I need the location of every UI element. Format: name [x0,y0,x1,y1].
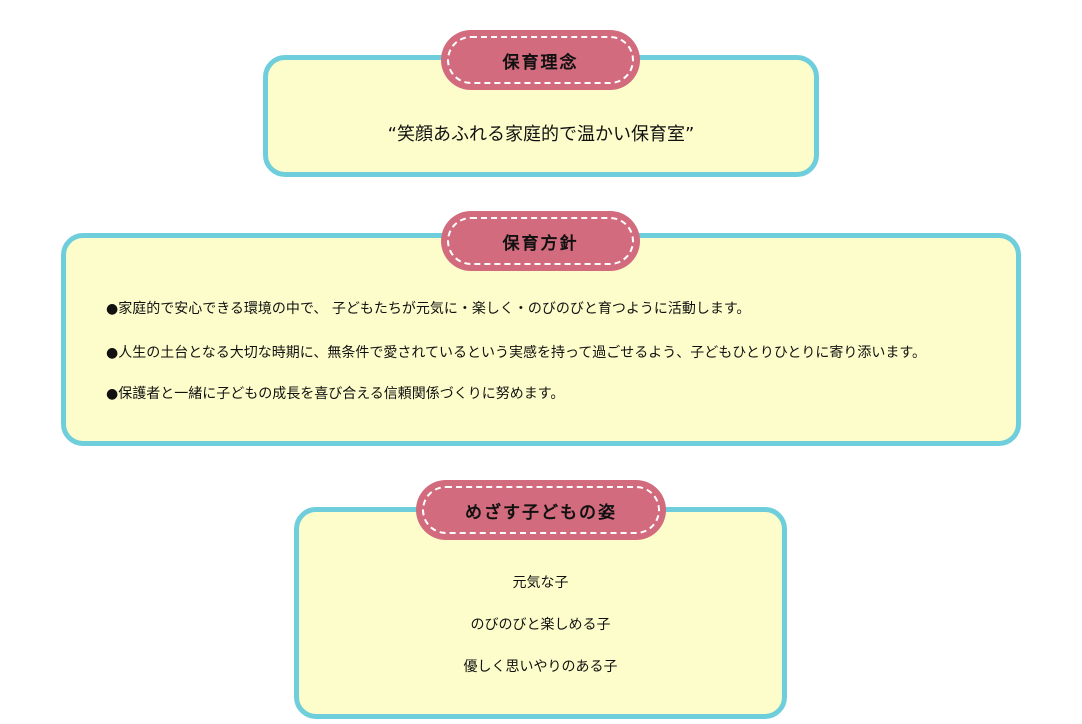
goals-title: めざす子どもの姿 [465,502,617,523]
policy-item: ●家庭的で安心できる環境の中で、 子どもたちが元気に・楽しく・のびのびと育つよう… [106,301,751,317]
goals-badge: めざす子どもの姿 [416,480,666,540]
policy-item: ●人生の土台となる大切な時期に、無条件で愛されているという実感を持って過ごせるよ… [106,345,927,361]
goal-item: 元気な子 [512,575,569,591]
policy-box: ●家庭的で安心できる環境の中で、 子どもたちが元気に・楽しく・のびのびと育つよう… [61,233,1021,446]
policy-item: ●保護者と一緒に子どもの成長を喜び合える信頼関係づくりに努めます。 [106,386,565,402]
goal-item: 優しく思いやりのある子 [463,659,618,675]
policy-title: 保育方針 [502,233,579,254]
philosophy-text: “笑顔あふれる家庭的で温かい保育室” [387,124,695,145]
policy-badge: 保育方針 [441,211,640,271]
goals-box: 元気な子 のびのびと楽しめる子 優しく思いやりのある子 [294,507,787,719]
philosophy-badge: 保育理念 [441,30,640,90]
goal-item: のびのびと楽しめる子 [470,617,611,633]
philosophy-title: 保育理念 [502,52,579,73]
